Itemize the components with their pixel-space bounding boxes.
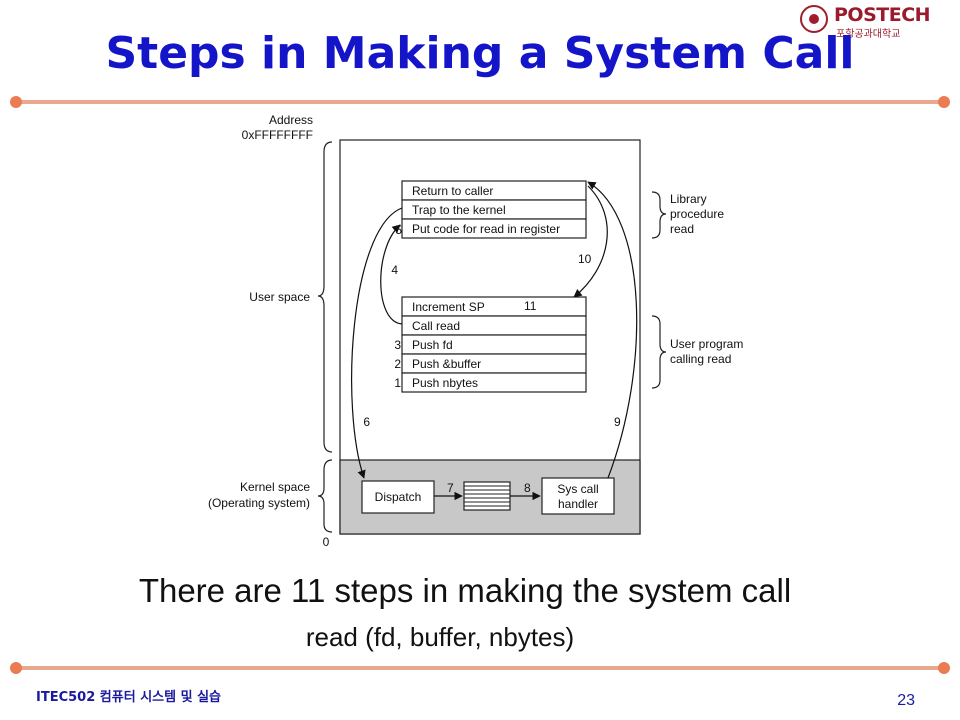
dispatch-box — [361, 480, 435, 514]
library-label-2: procedure — [670, 207, 724, 221]
library-label-1: Library — [670, 192, 707, 206]
kernel-space-label: Kernel space — [240, 480, 310, 494]
arrow-step-4 — [380, 224, 403, 325]
user-program-label-2: calling read — [670, 352, 731, 366]
step-11: 11 — [524, 299, 537, 313]
slide-title: Steps in Making a System Call — [105, 28, 855, 79]
kernel-space-brace — [317, 459, 333, 533]
step-6: 6 — [363, 415, 370, 429]
step-8: 8 — [524, 481, 531, 495]
operating-system-label: (Operating system) — [208, 496, 310, 510]
logo-subtitle: 포항공과대학교 — [836, 29, 901, 40]
box-text-put: Put code for read in register — [412, 222, 560, 236]
syscall-handler-label-1: Sys call — [557, 482, 598, 496]
address-label: Address — [269, 113, 313, 127]
caption-code: read (fd, buffer, nbytes) — [305, 622, 575, 652]
step-1: 1 — [394, 376, 401, 390]
box-put-code — [401, 218, 587, 239]
dispatch-table — [463, 481, 511, 511]
step-5: 5 — [395, 223, 402, 237]
dispatch-label: Dispatch — [375, 490, 422, 504]
arrow-step-9 — [587, 181, 638, 479]
postech-seal-icon — [800, 5, 828, 33]
course-footer: ITEC502 컴퓨터 시스템 및 실습 — [36, 690, 222, 705]
step-2: 2 — [394, 357, 401, 371]
logo-name: POSTECH — [834, 4, 931, 26]
address-top: 0xFFFFFFFF — [242, 128, 313, 142]
box-text-push-nbytes: Push nbytes — [412, 376, 478, 390]
step-3: 3 — [394, 338, 401, 352]
bottom-rule-dot-right — [938, 662, 950, 674]
box-push-nbytes — [401, 372, 587, 393]
box-text-call: Call read — [412, 319, 460, 333]
postech-logo: POSTECH 포항공과대학교 — [800, 4, 950, 40]
bottom-rule-dot-left — [10, 662, 22, 674]
top-rule-dot-left — [10, 96, 22, 108]
user-program-brace — [651, 315, 667, 389]
caption: There are 11 steps in making the system … — [138, 572, 792, 609]
address-bottom: 0 — [323, 535, 330, 549]
box-text-push-fd: Push fd — [412, 338, 453, 352]
bottom-rule — [14, 666, 946, 670]
dispatch-table-rows — [464, 485, 510, 507]
arrow-step-10 — [573, 185, 608, 298]
top-rule-dot-right — [938, 96, 950, 108]
syscall-handler-label-2: handler — [558, 497, 598, 511]
page-number: 23 — [897, 692, 915, 709]
syscall-handler-box — [541, 477, 615, 515]
user-program-label-1: User program — [670, 337, 743, 351]
box-text-push-buffer: Push &buffer — [412, 357, 481, 371]
box-text-return: Return to caller — [412, 184, 493, 198]
library-brace — [651, 191, 667, 239]
top-rule — [14, 100, 946, 104]
arrow-step-6 — [351, 207, 403, 479]
user-space-brace — [317, 141, 333, 453]
step-4: 4 — [391, 263, 398, 277]
system-call-diagram: Address 0xFFFFFFFF 0 User space Kernel s… — [208, 113, 743, 549]
box-text-increment: Increment SP — [412, 300, 485, 314]
step-10: 10 — [578, 252, 592, 266]
step-7: 7 — [447, 481, 454, 495]
library-label-3: read — [670, 222, 694, 236]
user-space-label: User space — [249, 290, 310, 304]
box-text-trap: Trap to the kernel — [412, 203, 506, 217]
step-9: 9 — [614, 415, 621, 429]
